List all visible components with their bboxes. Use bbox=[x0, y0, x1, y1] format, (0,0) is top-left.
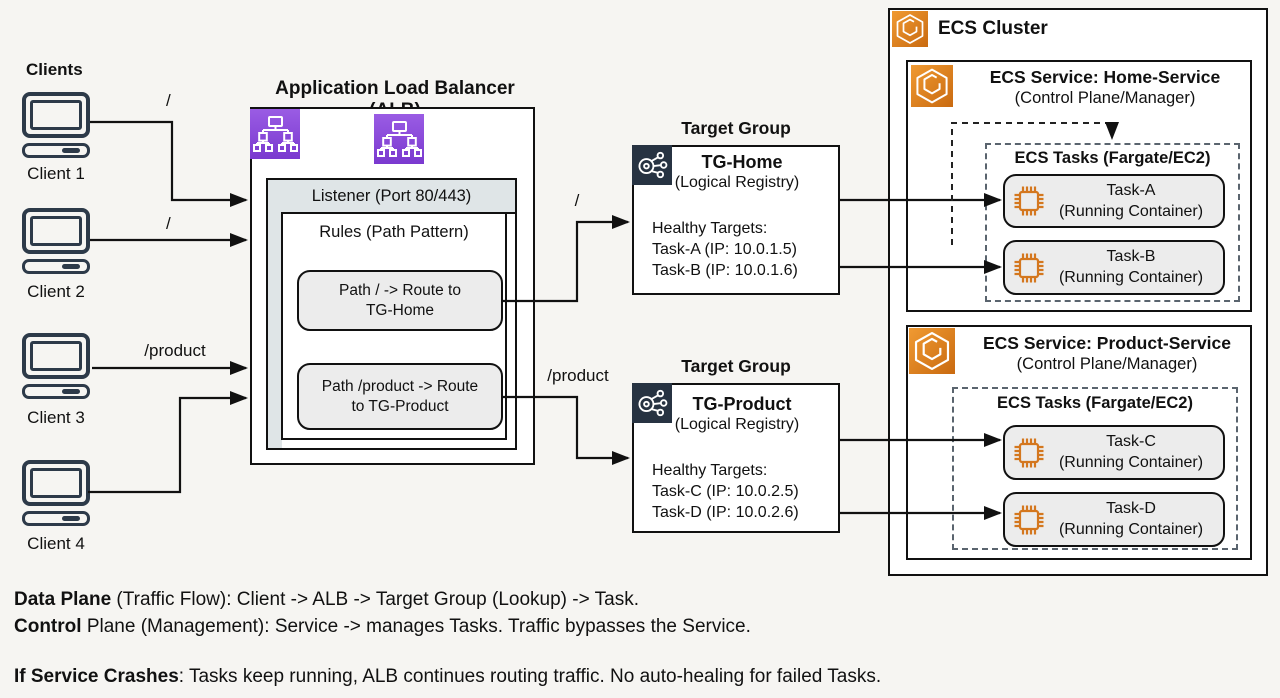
task-b-text: Task-B (Running Container) bbox=[1040, 246, 1222, 288]
microchip-icon bbox=[1014, 505, 1044, 535]
note-service-crash-rest: : Tasks keep running, ALB continues rout… bbox=[178, 666, 882, 687]
client4-to-alb-arrow bbox=[88, 391, 248, 494]
client-1-icon bbox=[22, 92, 90, 158]
ecs-hexagon-icon bbox=[911, 65, 953, 107]
task-b-chip bbox=[1003, 240, 1225, 295]
ecs-hexagon-icon bbox=[892, 11, 928, 47]
task-a-name: Task-A bbox=[1106, 182, 1156, 199]
task-d-name: Task-D bbox=[1106, 500, 1156, 517]
task-c-name: Task-C bbox=[1106, 433, 1156, 450]
task-d-text: Task-D (Running Container) bbox=[1040, 498, 1222, 540]
client-2-path-label: / bbox=[166, 214, 171, 233]
client-4-label: Client 4 bbox=[27, 534, 85, 553]
monitor-icon bbox=[22, 92, 90, 138]
ecs-tasks-home-title: ECS Tasks (Fargate/EC2) bbox=[1014, 149, 1211, 167]
listener-label: Listener (Port 80/443) bbox=[268, 180, 515, 214]
alb-out-product-label: /product bbox=[547, 366, 609, 385]
client1-to-alb-arrow bbox=[90, 120, 248, 207]
clients-title: Clients bbox=[26, 60, 83, 79]
rule-home-line2: TG-Home bbox=[365, 301, 435, 319]
task-b-desc: (Running Container) bbox=[1058, 269, 1204, 286]
task-d-desc: (Running Container) bbox=[1058, 521, 1204, 538]
note-control-plane: Control Plane (Management): Service -> m… bbox=[14, 616, 751, 638]
client-2-icon bbox=[22, 208, 90, 274]
ecs-cluster-title: ECS Cluster bbox=[938, 18, 1048, 39]
ecs-hexagon-icon bbox=[909, 328, 955, 374]
client-3-path-label: /product bbox=[144, 341, 206, 360]
rule-product-line1: Path /product -> Route bbox=[321, 377, 479, 395]
ecs-tasks-product-dashed-box bbox=[952, 387, 1238, 550]
client-1-label: Client 1 bbox=[27, 164, 85, 183]
load-balancer-tree-icon bbox=[374, 114, 424, 164]
note-data-plane-bold: Data Plane bbox=[14, 589, 112, 610]
tg-home-target-a: Task-A (IP: 10.0.1.5) bbox=[652, 241, 797, 258]
note-control-plane-bold: Control bbox=[14, 616, 82, 637]
monitor-icon bbox=[22, 460, 90, 506]
task-c-chip bbox=[1003, 425, 1225, 480]
tg-product-subtitle: (Logical Registry) bbox=[674, 416, 800, 433]
task-c-text: Task-C (Running Container) bbox=[1040, 431, 1222, 473]
client-4-icon bbox=[22, 460, 90, 526]
rule-product-line2: to TG-Product bbox=[351, 397, 449, 415]
ecs-service-product-subtitle: (Control Plane/Manager) bbox=[1016, 355, 1198, 373]
note-data-plane: Data Plane (Traffic Flow): Client -> ALB… bbox=[14, 589, 639, 611]
rule-chip-product: Path /product -> Route to TG-Product bbox=[297, 363, 503, 430]
tg-home-targets: Healthy Targets: Task-A (IP: 10.0.1.5) T… bbox=[652, 218, 798, 281]
computer-base-icon bbox=[22, 259, 90, 274]
listener-left-strip bbox=[268, 212, 282, 448]
tg-product-health-label: Healthy Targets: bbox=[652, 462, 768, 479]
tg-home-subtitle: (Logical Registry) bbox=[674, 174, 800, 191]
computer-base-icon bbox=[22, 384, 90, 399]
tg-product-name: TG-Product bbox=[692, 394, 792, 414]
task-a-desc: (Running Container) bbox=[1058, 203, 1204, 220]
client-2-label: Client 2 bbox=[27, 282, 85, 301]
ecs-service-product-title: ECS Service: Product-Service bbox=[982, 333, 1232, 353]
load-balancer-tree-icon bbox=[250, 109, 300, 159]
target-group-nodes-icon bbox=[632, 145, 672, 185]
task-b-name: Task-B bbox=[1106, 248, 1156, 265]
microchip-icon bbox=[1014, 438, 1044, 468]
target-group-home-title: Target Group bbox=[681, 118, 791, 138]
computer-base-icon bbox=[22, 511, 90, 526]
ecs-service-home-title: ECS Service: Home-Service bbox=[989, 67, 1221, 87]
target-group-product-title: Target Group bbox=[681, 356, 791, 376]
ecs-tasks-product-title: ECS Tasks (Fargate/EC2) bbox=[997, 394, 1193, 412]
task-d-chip bbox=[1003, 492, 1225, 547]
tg-home-health-label: Healthy Targets: bbox=[652, 220, 768, 237]
tg-product-target-d: Task-D (IP: 10.0.2.6) bbox=[652, 504, 799, 521]
note-service-crash: If Service Crashes: Tasks keep running, … bbox=[14, 666, 881, 688]
rule-chip-home: Path / -> Route to TG-Home bbox=[297, 270, 503, 331]
target-group-nodes-icon bbox=[632, 383, 672, 423]
rule-home-line1: Path / -> Route to bbox=[339, 281, 461, 299]
computer-base-icon bbox=[22, 143, 90, 158]
alb-out-home-label: / bbox=[574, 191, 580, 210]
task-a-text: Task-A (Running Container) bbox=[1040, 180, 1222, 222]
note-control-plane-rest: Plane (Management): Service -> manages T… bbox=[81, 616, 751, 637]
microchip-icon bbox=[1014, 253, 1044, 283]
client-1-path-label: / bbox=[166, 91, 171, 110]
ecs-service-home-subtitle: (Control Plane/Manager) bbox=[1014, 89, 1196, 107]
tg-product-target-c: Task-C (IP: 10.0.2.5) bbox=[652, 483, 799, 500]
monitor-icon bbox=[22, 208, 90, 254]
tg-home-target-b: Task-B (IP: 10.0.1.6) bbox=[652, 262, 798, 279]
task-c-desc: (Running Container) bbox=[1058, 454, 1204, 471]
tg-home-name: TG-Home bbox=[701, 152, 783, 172]
note-service-crash-bold: If Service Crashes bbox=[14, 666, 179, 687]
tg-product-targets: Healthy Targets: Task-C (IP: 10.0.2.5) T… bbox=[652, 460, 799, 523]
rules-label: Rules (Path Pattern) bbox=[319, 223, 469, 241]
monitor-icon bbox=[22, 333, 90, 379]
client-3-label: Client 3 bbox=[27, 408, 85, 427]
note-data-plane-rest: (Traffic Flow): Client -> ALB -> Target … bbox=[111, 589, 639, 610]
client-3-icon bbox=[22, 333, 90, 399]
microchip-icon bbox=[1014, 186, 1044, 216]
